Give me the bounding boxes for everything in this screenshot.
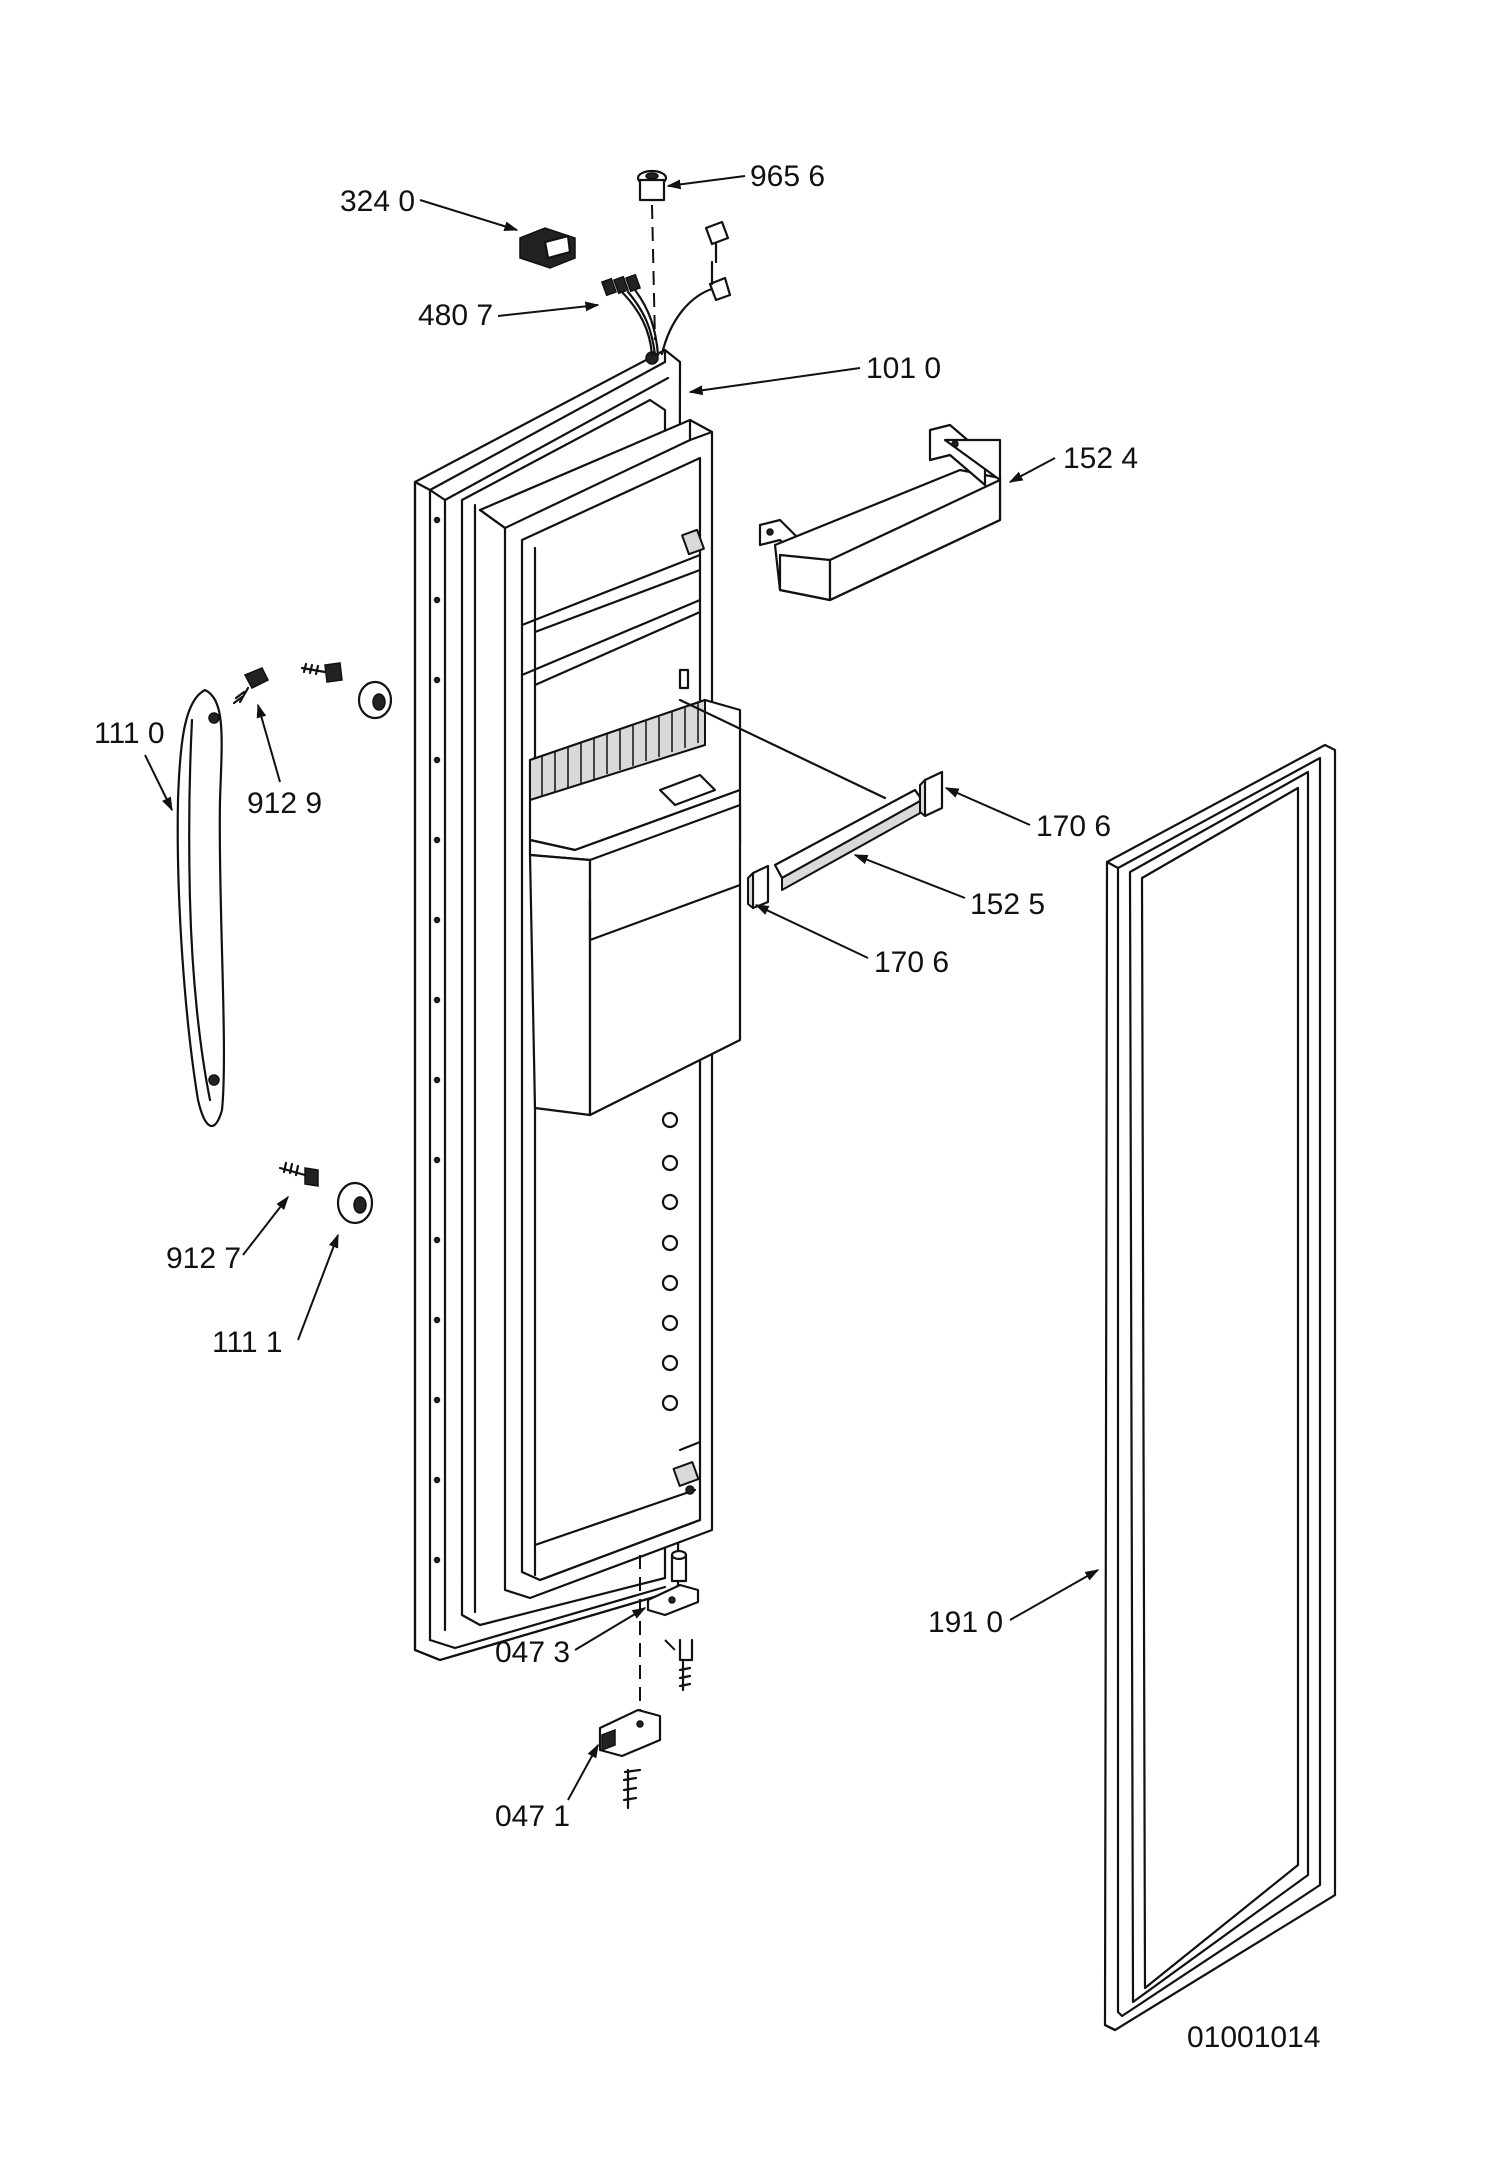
callout-170-6-b: 170 6: [874, 946, 949, 979]
callout-912-7: 912 7: [166, 1242, 241, 1275]
callout-965-6: 965 6: [750, 160, 825, 193]
shelf-trim-rail: [678, 698, 924, 891]
callout-480-7: 480 7: [418, 299, 493, 332]
callout-111-1: 111 1: [212, 1326, 283, 1359]
callout-191-0: 191 0: [928, 1606, 1003, 1639]
screw-spacer-bottom: [278, 1161, 374, 1225]
wire-harness: [600, 220, 732, 365]
callout-152-5: 152 5: [970, 888, 1045, 921]
bracket-left: [747, 864, 770, 910]
hinge-top: [646, 1549, 700, 1692]
leader-lines: [144, 175, 1100, 1801]
door-gasket: [1103, 743, 1337, 2032]
door-edge-screws: [433, 516, 441, 1564]
screw-spacer-top: [300, 662, 393, 720]
callout-152-4: 152 4: [1063, 442, 1138, 475]
hinge-bottom: [598, 1708, 662, 1810]
callout-111-0: 111 0: [94, 717, 165, 750]
screw: [232, 667, 270, 705]
wire-connector: [519, 227, 576, 269]
bracket-right: [919, 770, 944, 818]
callout-170-6-a: 170 6: [1036, 810, 1111, 843]
light-socket: [636, 169, 668, 202]
diagram-id: 01001014: [1187, 2021, 1320, 2054]
callout-047-3: 047 3: [495, 1636, 570, 1669]
liner-holes: [661, 1111, 679, 1412]
dispenser-hood: [528, 788, 742, 1117]
callout-101-0: 101 0: [866, 352, 941, 385]
door-handle: [176, 688, 226, 1128]
callout-912-9: 912 9: [247, 787, 322, 820]
callout-324-0: 324 0: [340, 185, 415, 218]
callout-labels: 324 0 965 6 480 7 101 0 152 4 111 0 912 …: [94, 160, 1320, 2054]
door-panel: [413, 220, 742, 1662]
door-shelf-bin: [758, 423, 1002, 602]
dispenser-grille: [528, 698, 742, 852]
callout-047-1: 047 1: [495, 1800, 570, 1833]
